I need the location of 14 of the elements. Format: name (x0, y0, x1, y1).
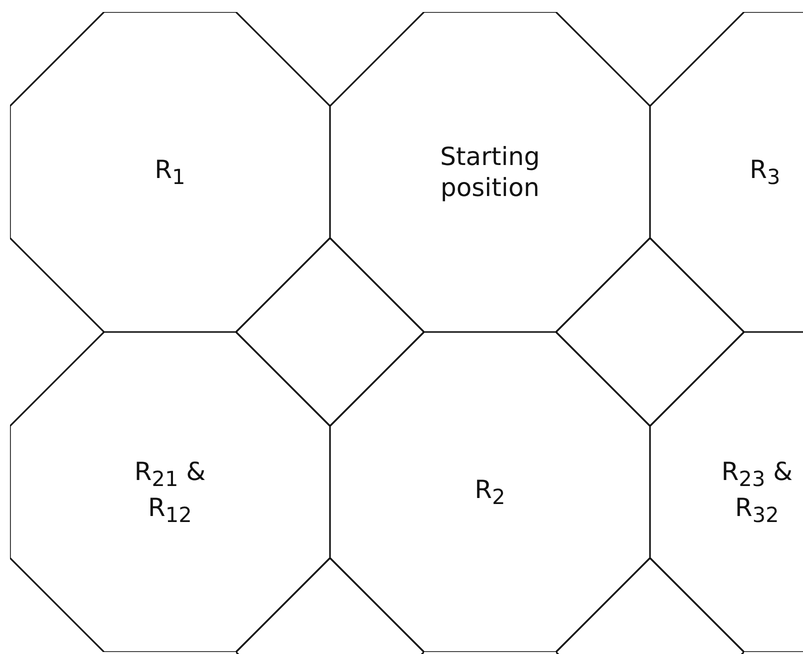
octagon-tile (650, 332, 803, 652)
tile-label: Starting position (439, 140, 541, 204)
tile-label: R$_{3}$ (750, 154, 780, 190)
tile-label: R$_{21}$ & R$_{12}$ (133, 456, 207, 528)
octagon-tile (10, 12, 330, 332)
octagon-tile (330, 12, 650, 332)
octagon-tile (650, 12, 803, 332)
tile-label: R$_{2}$ (474, 474, 506, 510)
octagon-tile (10, 332, 330, 652)
tile-label: R$_{1}$ (154, 154, 186, 190)
square-tile (236, 558, 424, 654)
octagon-tile (330, 332, 650, 652)
tile-label: R$_{23}$ & R$_{32}$ (720, 456, 794, 528)
square-tile (556, 558, 744, 654)
